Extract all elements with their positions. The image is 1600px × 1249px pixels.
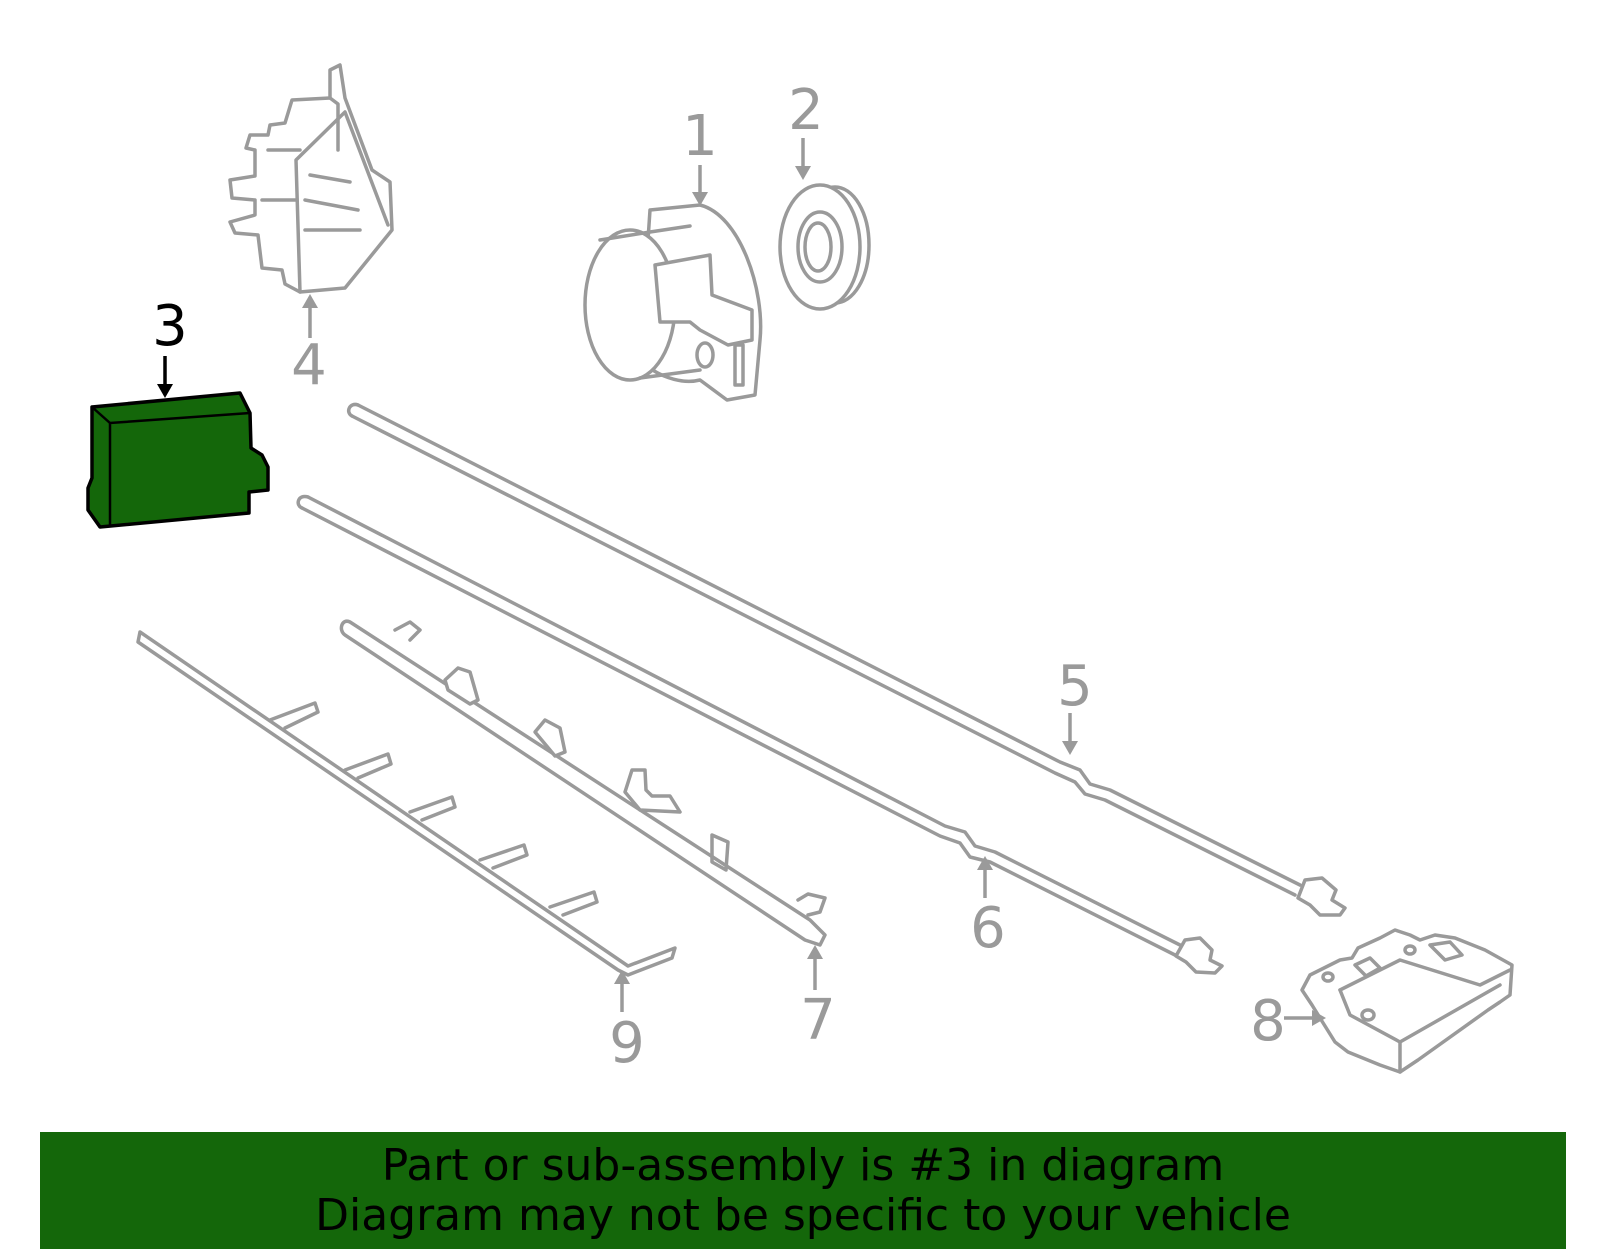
part-8-module (1300, 928, 1514, 1074)
info-banner: Part or sub-assembly is #3 in diagram Di… (40, 1132, 1566, 1249)
callout-7: 7 (800, 988, 836, 1053)
part-2-ring (778, 183, 871, 311)
part-3-control-module (86, 391, 270, 529)
callout-leaders (157, 138, 1326, 1026)
part-6-cable (296, 494, 1224, 975)
callout-3: 3 (152, 294, 188, 359)
arrowhead-6 (977, 856, 993, 870)
callout-1: 1 (682, 104, 718, 169)
callout-5: 5 (1057, 654, 1093, 719)
part-4-bracket (228, 63, 394, 294)
callout-8: 8 (1250, 989, 1286, 1054)
arrowhead-5 (1062, 741, 1078, 755)
callout-9: 9 (609, 1011, 645, 1076)
part-1-sensor (583, 203, 763, 402)
callout-6: 6 (970, 896, 1006, 961)
callout-4: 4 (291, 333, 327, 398)
part-7-harness (339, 619, 827, 947)
arrowhead-3 (157, 384, 173, 398)
callout-2: 2 (788, 78, 824, 143)
part-9-harness (136, 630, 677, 977)
arrowhead-9 (614, 970, 630, 984)
arrowhead-2 (795, 166, 811, 180)
arrowhead-4 (302, 294, 318, 308)
banner-line-1: Part or sub-assembly is #3 in diagram (381, 1139, 1225, 1191)
banner-line-2: Diagram may not be specific to your vehi… (315, 1189, 1291, 1241)
callout-numbers: 1 2 3 4 5 6 7 8 9 (152, 78, 1286, 1076)
part-5-cable (346, 402, 1347, 917)
arrowhead-1 (692, 192, 708, 206)
arrowhead-8 (1312, 1010, 1326, 1026)
arrowhead-7 (807, 945, 823, 959)
